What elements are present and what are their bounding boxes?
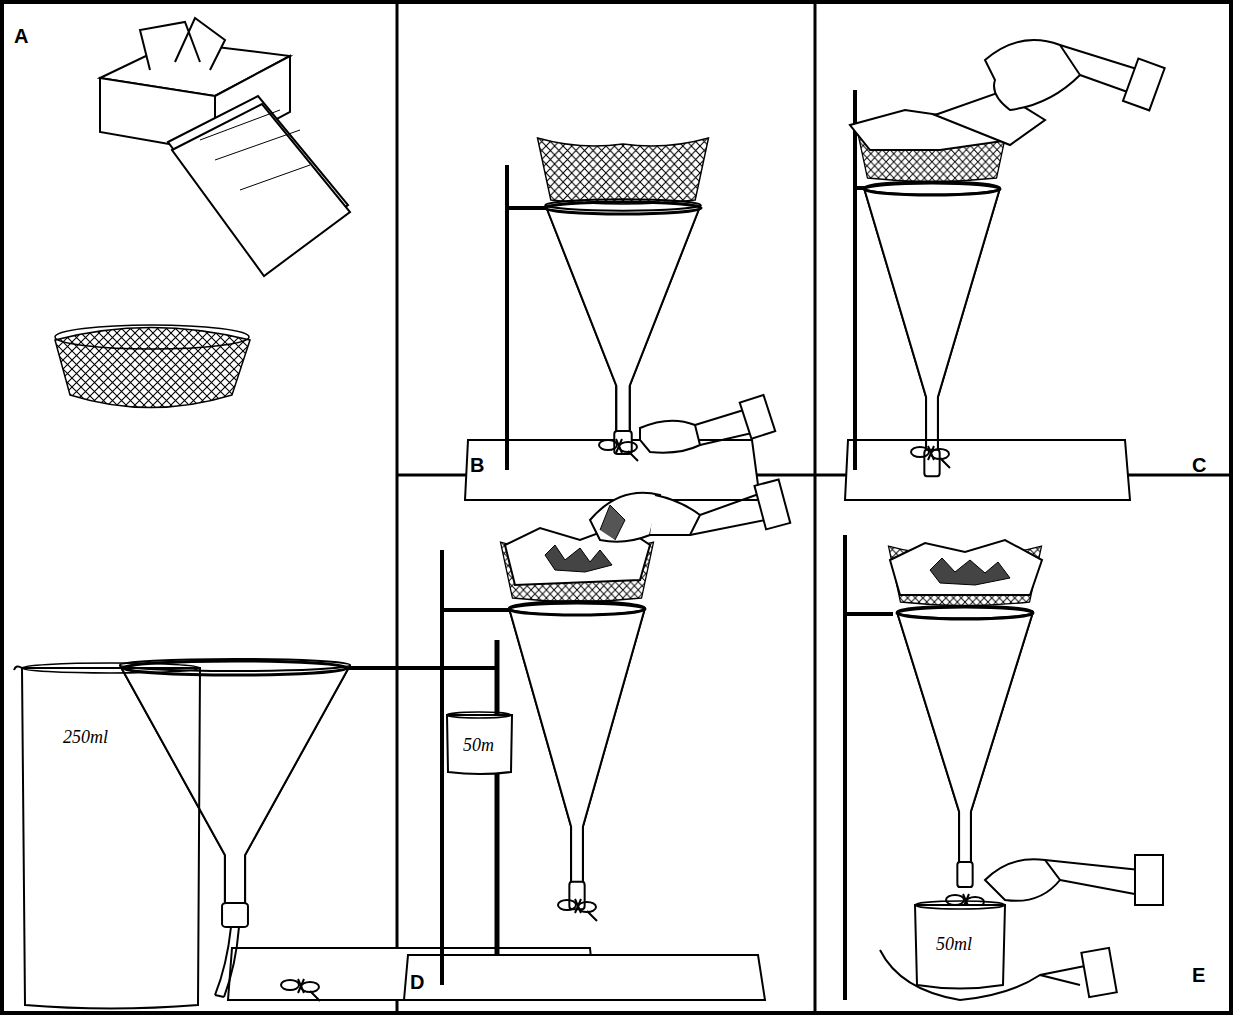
volume-label: 250ml [62, 728, 109, 746]
panel-letter: A [14, 26, 28, 46]
panel-letter: C [1192, 455, 1206, 475]
panel-letter: B [470, 455, 484, 475]
panel-letter: E [1192, 965, 1205, 985]
volume-label: 50ml [935, 935, 973, 953]
volume-label: 50m [462, 736, 495, 754]
panel-letter: D [410, 972, 424, 992]
